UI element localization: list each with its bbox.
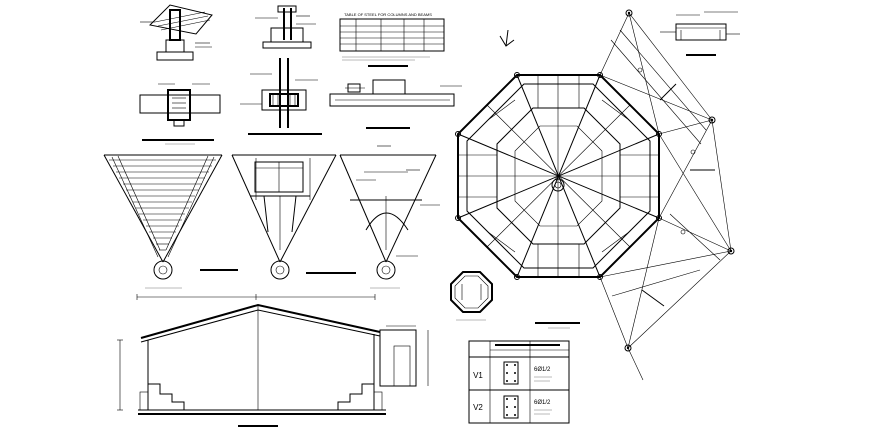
anchor-bolt-icon (624, 344, 632, 352)
beam-section-detail-1 (139, 83, 221, 145)
steel-schedule-table: TABLE OF STEEL FOR COLUMNS AND BEAMS (339, 12, 445, 67)
anchor-bolt-icon (708, 116, 716, 124)
beam-elevation-detail (329, 79, 462, 129)
building-section (117, 294, 429, 427)
table-title: TABLE OF STEEL FOR COLUMNS AND BEAMS (344, 12, 432, 17)
truss-dimension-detail (339, 145, 440, 289)
north-arrow-icon (499, 29, 515, 47)
truss-rafters-detail (103, 154, 223, 289)
anchor-bolt-icon (727, 247, 735, 255)
beam-section-detail-2 (240, 58, 322, 135)
wall-elevation-detail (660, 11, 740, 56)
schedule-bars-v2: 6Ø1/2 (534, 400, 551, 406)
anchor-bolts (455, 9, 735, 352)
schedule-mark-v2: V2 (473, 403, 483, 412)
anchor-bolt-icon (625, 9, 633, 17)
truss-frame-detail (200, 154, 356, 280)
column-base-detail (255, 5, 316, 49)
octagon-key-plan (450, 271, 493, 321)
schedule-mark-v1: V1 (473, 371, 483, 380)
column-schedule: V1 V2 6Ø1/2 6Ø1/2 (468, 340, 570, 424)
schedule-bars-v1: 6Ø1/2 (534, 367, 551, 373)
tie-rods (599, 12, 732, 381)
footing-anchor-detail (140, 4, 213, 61)
